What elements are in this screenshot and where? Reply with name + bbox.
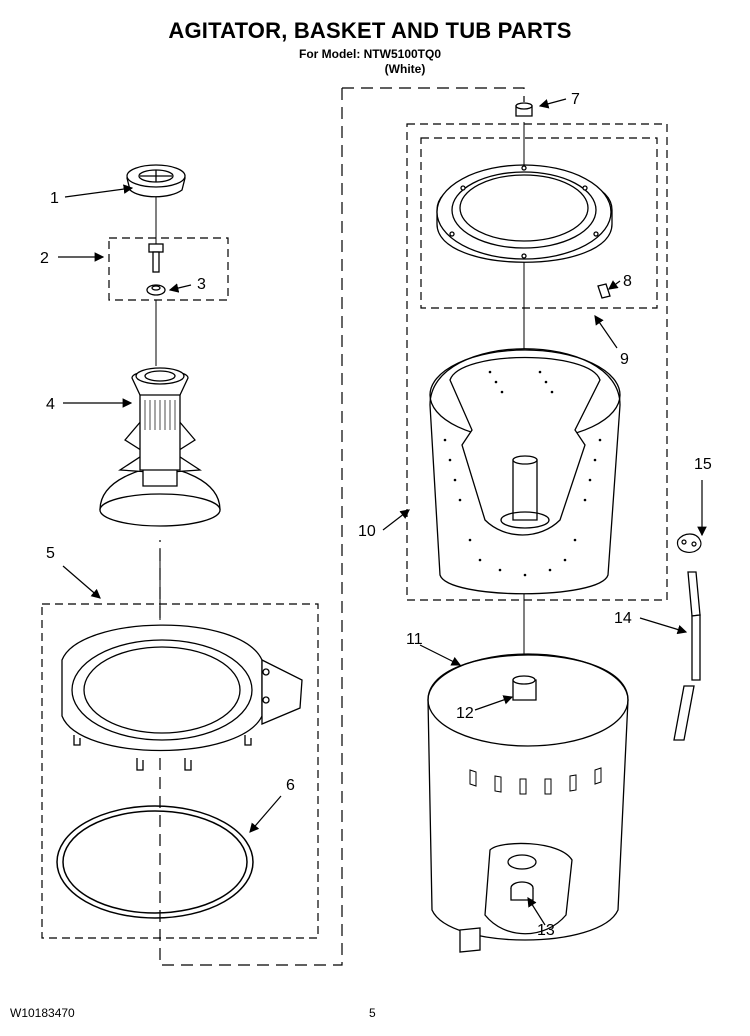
callout-1: 1 (50, 190, 59, 207)
model-line: For Model: NTW5100TQ0 (298, 47, 441, 61)
group-box-5 (41, 603, 319, 939)
callout-10: 10 (358, 523, 376, 540)
callout-14: 14 (614, 610, 632, 627)
drain-fitting-part (510, 881, 534, 901)
callout-11: 11 (406, 631, 423, 648)
callout-12: 12 (456, 705, 474, 722)
agitator-bolt-part (148, 243, 164, 273)
callout-13: 13 (537, 922, 555, 939)
nut-part (515, 102, 533, 117)
group-box-2 (108, 237, 229, 301)
group-box-9 (420, 137, 658, 309)
page-number: 5 (369, 1006, 376, 1020)
agitator-part (99, 367, 221, 527)
drive-block-part (512, 675, 537, 701)
callout-4: 4 (46, 396, 55, 413)
clip-part (597, 283, 611, 299)
agitator-cap-part (126, 164, 186, 198)
callout-9: 9 (620, 351, 629, 368)
group-box-10 (406, 123, 668, 601)
washer-part (146, 284, 166, 296)
clamp-part (676, 533, 702, 553)
balance-ring-part (436, 164, 613, 263)
callout-8: 8 (623, 273, 632, 290)
callout-6: 6 (286, 777, 295, 794)
color-line: (White) (384, 62, 426, 76)
dashed-connector-lines (159, 87, 525, 966)
page-title: AGITATOR, BASKET AND TUB PARTS (168, 18, 572, 43)
callout-7: 7 (571, 91, 580, 108)
document-number: W10183470 (10, 1006, 75, 1020)
tub-ring-part (61, 624, 303, 771)
callout-15: 15 (694, 456, 712, 473)
hose-part (673, 571, 701, 741)
basket-part (429, 348, 621, 595)
callout-2: 2 (40, 250, 49, 267)
callout-3: 3 (197, 276, 206, 293)
callout-5: 5 (46, 545, 55, 562)
ring-seal-part (56, 805, 254, 919)
